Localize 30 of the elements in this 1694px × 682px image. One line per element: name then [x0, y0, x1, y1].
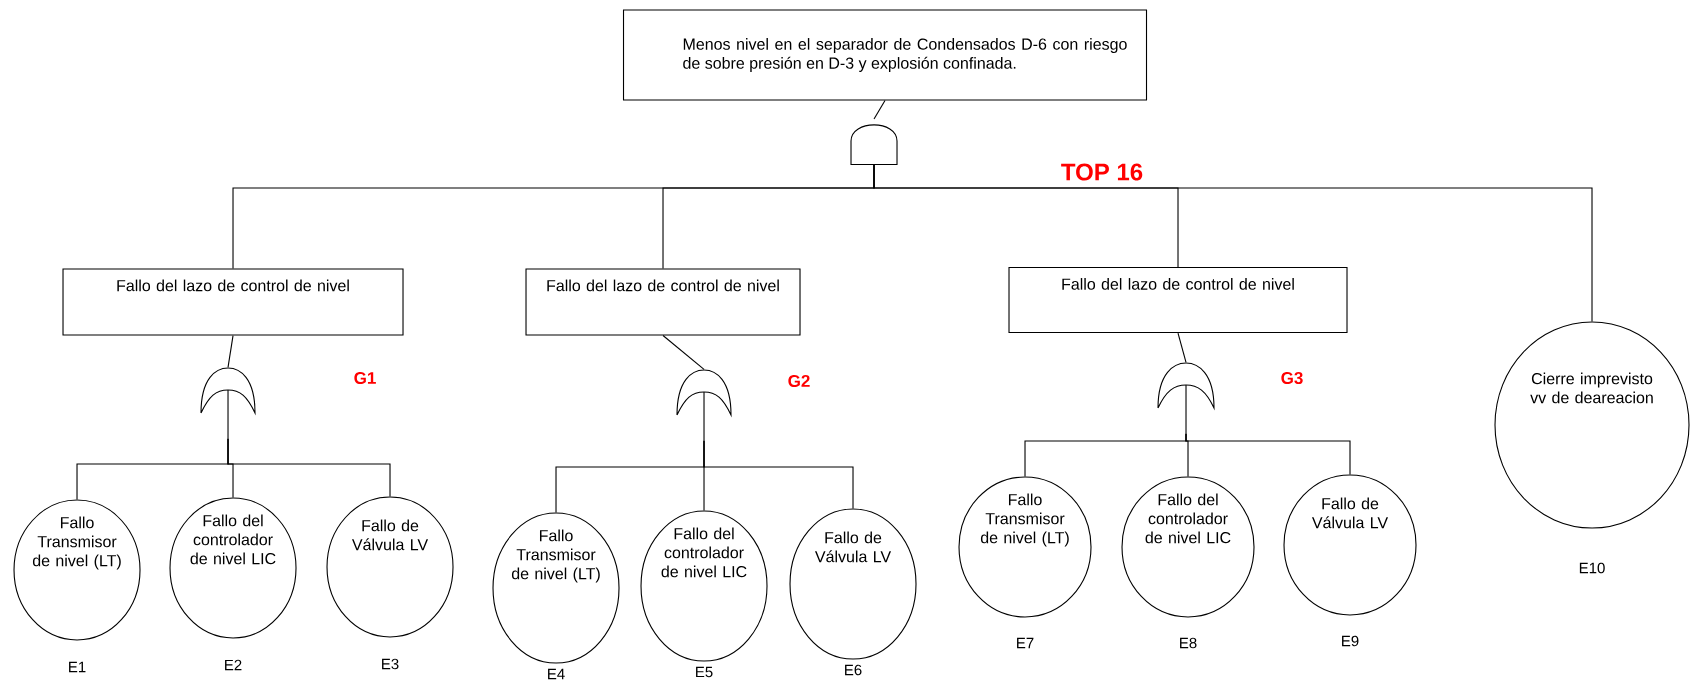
event-label: E1	[69, 661, 86, 673]
event-box: Menos nivel en el separador de Condensados D-6 con riesgo de sobre presión en D-3 y explosión confinada.	[622, 9, 1148, 101]
gate-label: G3	[1281, 371, 1303, 384]
connector-line	[703, 440, 854, 509]
connector-line	[662, 335, 705, 370]
event-label: E2	[225, 659, 242, 671]
connector-line	[873, 164, 1593, 322]
event-label: E3	[382, 658, 399, 670]
event-box: Fallo del lazo de control de nivel	[1008, 266, 1348, 334]
event-label: E8	[1180, 637, 1197, 649]
gate-label: TOP 16	[1061, 163, 1143, 181]
event-box: Fallo del lazo de control de nivel	[62, 268, 404, 336]
connector-line	[873, 100, 886, 120]
gate-label: G2	[788, 375, 810, 387]
connector-line	[227, 438, 391, 497]
event-label: E6	[845, 664, 862, 676]
event-label: E10	[1579, 562, 1605, 574]
event-box: Fallo del lazo de control de nivel	[525, 268, 801, 336]
event-label: E4	[548, 668, 565, 680]
event-label: E9	[1342, 635, 1359, 647]
or-gate	[200, 367, 256, 439]
connector-line	[1177, 332, 1187, 363]
and-gate	[850, 124, 898, 166]
or-gate	[1157, 362, 1215, 434]
event-label: E7	[1017, 637, 1034, 649]
event-label: E5	[696, 666, 713, 678]
gate-label: G1	[354, 372, 376, 384]
connector-line	[1185, 433, 1351, 475]
connector-line	[227, 335, 234, 368]
or-gate	[676, 369, 732, 441]
